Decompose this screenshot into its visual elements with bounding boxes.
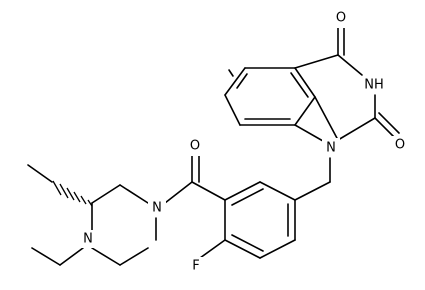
atom-o-right: O <box>395 138 405 153</box>
atom-n1: N <box>326 141 336 156</box>
hash-line <box>87 199 93 207</box>
bond <box>224 239 261 259</box>
atom-o-carbonyl: O <box>190 139 200 154</box>
bond <box>294 54 339 69</box>
hash-line <box>66 187 75 201</box>
bond <box>119 184 149 204</box>
bond <box>119 247 149 266</box>
bond <box>91 184 121 204</box>
atom-o-top: O <box>336 11 346 26</box>
bond <box>374 117 396 139</box>
bond <box>199 239 226 259</box>
hash-line <box>80 195 87 205</box>
bond-network <box>27 24 400 266</box>
bond <box>378 112 400 134</box>
bond <box>228 69 234 77</box>
bond <box>224 67 246 96</box>
bond <box>259 239 296 259</box>
bond <box>91 247 121 266</box>
bond <box>337 117 376 141</box>
bond <box>294 96 316 126</box>
bond <box>259 181 296 201</box>
bond <box>236 73 248 89</box>
hash-line <box>52 180 62 196</box>
bond <box>164 181 193 204</box>
bond <box>191 181 226 201</box>
bond <box>294 181 331 201</box>
bond <box>290 72 309 98</box>
bond <box>59 247 84 266</box>
bond <box>231 234 264 252</box>
bond <box>224 94 241 126</box>
bond <box>224 181 261 201</box>
atom-n-ethyl: N <box>83 232 93 247</box>
bond <box>27 164 53 183</box>
bond <box>294 67 316 98</box>
hash-line <box>73 191 81 203</box>
atom-f: F <box>192 259 199 274</box>
bond <box>337 54 363 76</box>
bond <box>314 96 339 141</box>
atom-labels: O NH O N O N N F <box>79 10 409 275</box>
bond <box>231 188 264 206</box>
bond <box>31 247 61 266</box>
hashed-wedge-bond <box>52 180 93 207</box>
hash-line <box>59 183 69 199</box>
atom-n-amide: N <box>152 201 162 216</box>
atom-nh: NH <box>364 78 384 93</box>
